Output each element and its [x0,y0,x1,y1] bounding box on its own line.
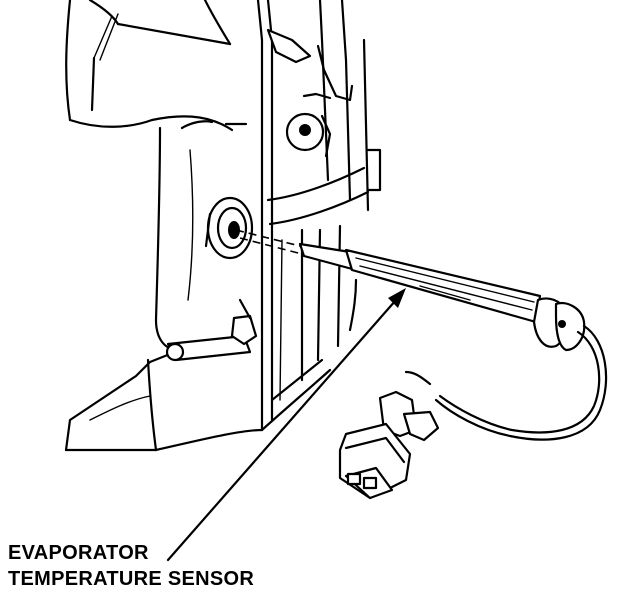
evaporator-housing [256,0,382,432]
callout-line-2: TEMPERATURE SENSOR [8,568,255,590]
sensor-port [204,196,254,260]
temperature-sensor-probe [298,242,586,352]
sensor-connector [338,390,440,500]
lower-floor-panel [64,348,264,452]
sensor-callout-label: EVAPORATOR TEMPERATURE SENSOR [8,540,254,592]
insertion-guide-line [235,229,301,247]
callout-leader-line [166,298,398,562]
bracket-arm [165,298,258,362]
upper-left-housing [65,0,248,352]
callout-line-1: EVAPORATOR [8,542,149,564]
callout-arrowhead [388,288,406,308]
insertion-guide-line-2 [239,237,303,255]
sensor-wire-harness [404,324,608,441]
